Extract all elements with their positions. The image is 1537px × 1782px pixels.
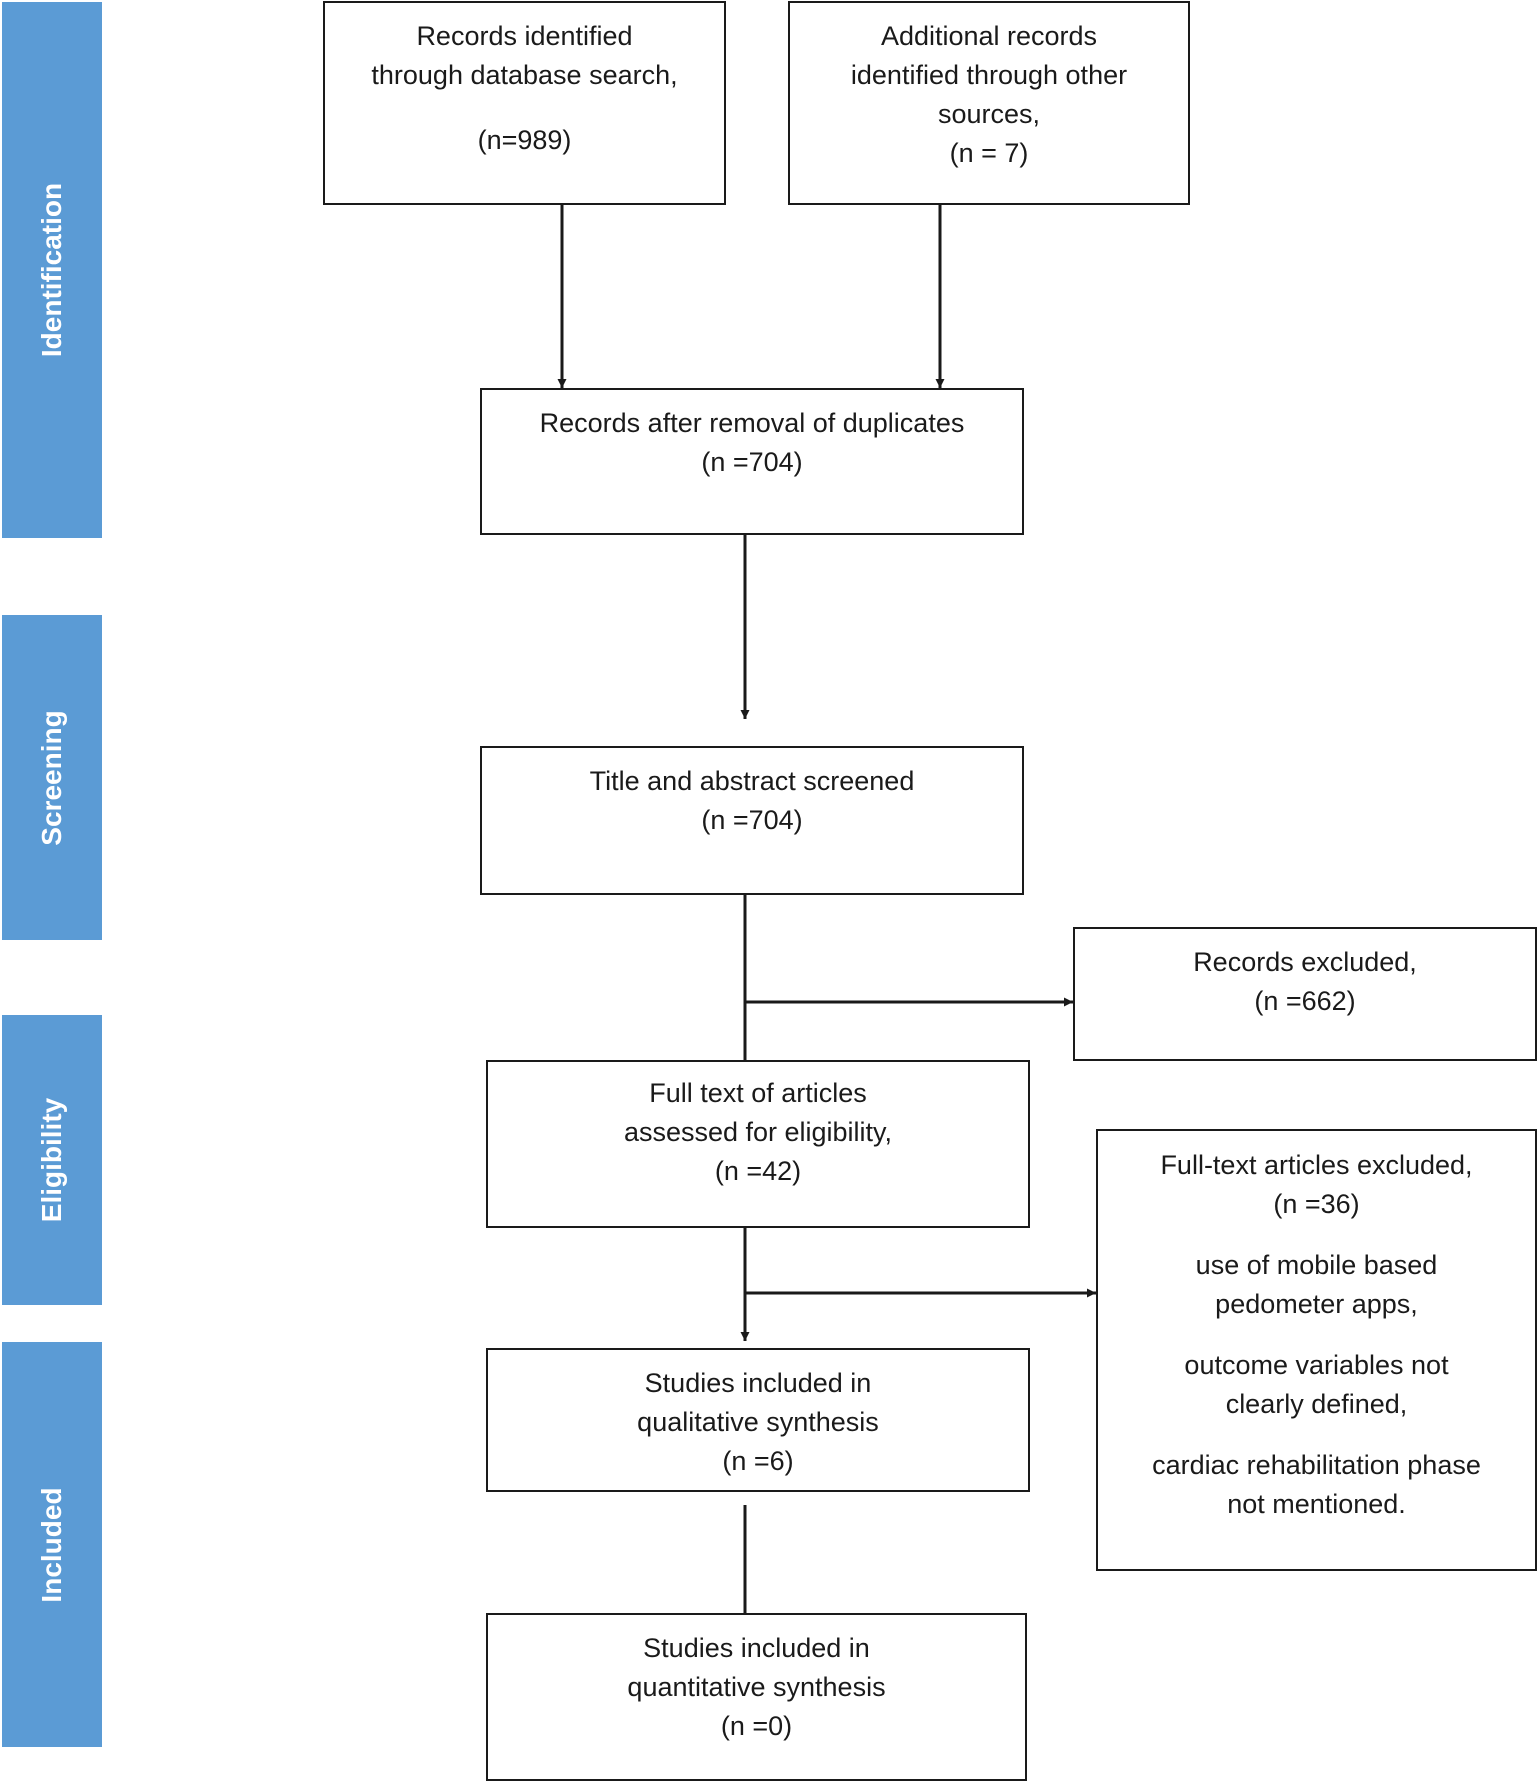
stage-bar-eligibility: Eligibility	[2, 1015, 102, 1305]
stage-bar-screening: Screening	[2, 615, 102, 940]
box-database-search: Records identified through database sear…	[323, 1, 726, 205]
records-excluded-line1: Records excluded,	[1193, 947, 1417, 977]
exclusion-reason-1-line2: pedometer apps,	[1215, 1289, 1418, 1319]
box-records-excluded: Records excluded, (n =662)	[1073, 927, 1537, 1061]
database-search-line1: Records identified	[416, 21, 633, 51]
quantitative-line2: quantitative synthesis	[627, 1672, 886, 1702]
box-full-text-excluded: Full-text articles excluded, (n =36) use…	[1096, 1129, 1537, 1571]
full-text-assessed-count: (n =42)	[714, 1156, 802, 1186]
stage-bar-included: Included	[2, 1342, 102, 1747]
box-qualitative: Studies included in qualitative synthesi…	[486, 1348, 1030, 1492]
full-text-assessed-line2: assessed for eligibility,	[623, 1117, 893, 1147]
database-search-count: (n=989)	[477, 125, 572, 155]
full-text-excluded-count: (n =36)	[1273, 1189, 1360, 1219]
screened-count: (n =704)	[701, 805, 803, 835]
records-excluded-count: (n =662)	[1254, 986, 1356, 1016]
qualitative-count: (n =6)	[722, 1446, 794, 1476]
screened-line1: Title and abstract screened	[589, 766, 915, 796]
other-sources-line1: Additional records	[880, 21, 1098, 51]
quantitative-count: (n =0)	[720, 1711, 793, 1741]
other-sources-line2: identified through other	[850, 60, 1128, 90]
exclusion-reason-3-line2: not mentioned.	[1227, 1489, 1406, 1519]
after-duplicates-count: (n =704)	[701, 447, 803, 477]
qualitative-line2: qualitative synthesis	[637, 1407, 879, 1437]
database-search-line2: through database search,	[371, 60, 678, 90]
exclusion-reason-2-line2: clearly defined,	[1225, 1389, 1408, 1419]
after-duplicates-line1: Records after removal of duplicates	[539, 408, 965, 438]
exclusion-reason-1-line1: use of mobile based	[1195, 1250, 1438, 1280]
box-quantitative: Studies included in quantitative synthes…	[486, 1613, 1027, 1781]
exclusion-reason-3-line1: cardiac rehabilitation phase	[1152, 1450, 1481, 1480]
quantitative-line1: Studies included in	[643, 1633, 870, 1663]
other-sources-count: (n = 7)	[949, 138, 1029, 168]
box-after-duplicates: Records after removal of duplicates (n =…	[480, 388, 1024, 535]
box-full-text-assessed: Full text of articles assessed for eligi…	[486, 1060, 1030, 1228]
stage-bar-identification: Identification	[2, 2, 102, 538]
exclusion-reason-2-line1: outcome variables not	[1184, 1350, 1449, 1380]
qualitative-line1: Studies included in	[644, 1368, 872, 1398]
other-sources-line3: sources,	[937, 99, 1041, 129]
box-screened: Title and abstract screened (n =704)	[480, 746, 1024, 895]
full-text-excluded-line1: Full-text articles excluded,	[1160, 1150, 1473, 1180]
box-other-sources: Additional records identified through ot…	[788, 1, 1190, 205]
full-text-assessed-line1: Full text of articles	[649, 1078, 867, 1108]
